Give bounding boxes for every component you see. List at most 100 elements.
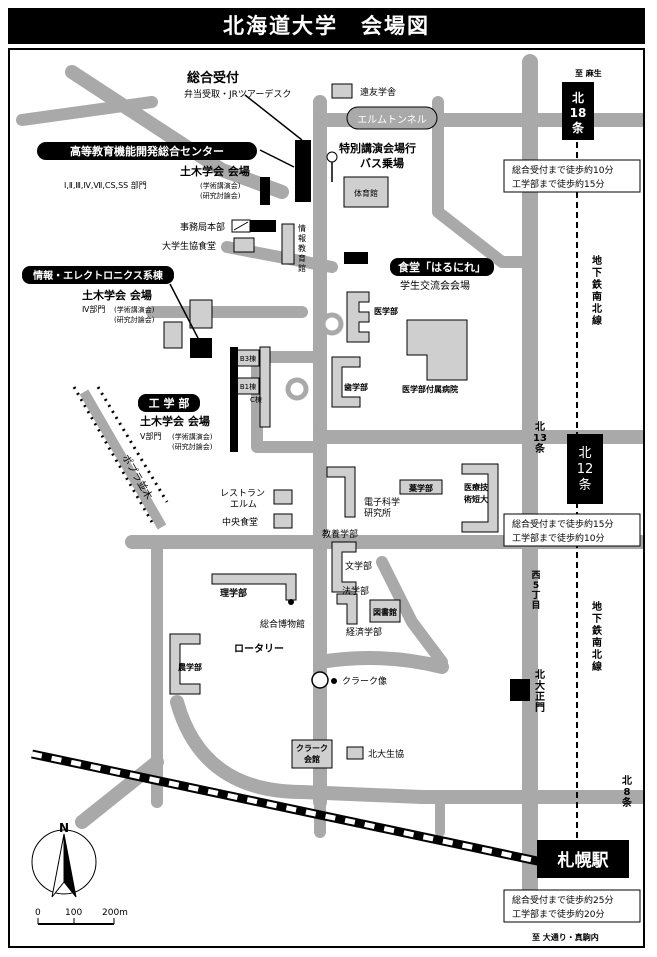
odori-label: 至 大通り・真駒内 <box>532 932 599 942</box>
map-canvas: エルムトンネル ポプラ並木 <box>16 54 643 942</box>
sogo-uketsuke-label: 総合受付 <box>187 70 239 86</box>
byoin-building <box>406 319 468 381</box>
b1-label: B1棟 <box>240 382 256 391</box>
bus-stop-icon <box>326 151 338 163</box>
denshi-building <box>326 466 356 518</box>
shokudo-building <box>344 252 368 264</box>
bungaku-label: 文学部 <box>345 560 372 572</box>
koryu-label: 学生交流会会場 <box>400 279 470 292</box>
igaku-label: 医学部 <box>374 306 398 316</box>
kogaku-rotary <box>285 377 309 401</box>
doboku-main-label: 土木学会 会場 <box>180 164 250 178</box>
doboku-main-kenkyu: (研究討論会) <box>200 191 241 200</box>
joho-kyoiku-building <box>281 223 295 265</box>
asabu-label: 至 麻生 <box>575 68 602 78</box>
clark-hall-1: クラーク <box>296 743 328 753</box>
joho-kyoiku-3: 教 <box>298 243 306 253</box>
restaurant-1: レストラン <box>220 488 265 499</box>
railway <box>31 749 543 867</box>
walk-box-sapporo: 総合受付まで徒歩約25分 工学部まで徒歩約20分 <box>503 889 641 923</box>
kita18-station <box>562 82 594 140</box>
yakugaku-building <box>399 479 443 495</box>
denshi-1: 電子科学 <box>364 496 400 508</box>
doboku-iv-kenkyu: (研究討論会) <box>114 315 155 324</box>
restaurant-2: エルム <box>230 499 257 510</box>
svg-text:0: 0 <box>35 908 41 918</box>
doboku-iv-building <box>190 338 212 358</box>
restaurant-building <box>273 489 293 505</box>
doboku-iv-gakujutsu: (学術講演会) <box>114 305 155 314</box>
c-label: C棟 <box>250 395 262 404</box>
iryo-1: 医療技 <box>464 482 489 492</box>
venue-buildings <box>190 140 530 701</box>
byoin-label: 医学部付属病院 <box>402 384 458 394</box>
clark-statue-label: クラーク像 <box>342 675 387 687</box>
doboku-iv-div: Ⅳ部門 <box>82 304 105 314</box>
elm-tunnel-label: エルムトンネル <box>357 114 427 126</box>
shigaku-building <box>331 356 361 408</box>
doboku-iv-label: 土木学会 会場 <box>82 288 152 302</box>
sapporo-label: 札幌駅 <box>557 850 610 871</box>
kogaku-main-building <box>230 347 238 452</box>
doboku-main-building <box>260 177 270 205</box>
road-top-west <box>16 96 158 126</box>
buildings <box>163 83 499 769</box>
kyoyo-building <box>331 541 357 593</box>
svg-text:200m: 200m <box>102 908 128 918</box>
c-building <box>259 346 271 428</box>
kodo-center-label: 高等教育機能開発総合センター <box>70 144 224 158</box>
svg-text:工学部まで徒歩約15分: 工学部まで徒歩約15分 <box>512 178 604 190</box>
yakugaku-label: 薬学部 <box>408 483 433 493</box>
road-southwest <box>75 755 164 829</box>
bus-label: バス乗場 <box>360 156 404 170</box>
iryo-building <box>461 463 499 533</box>
hakubutsukan-label: 総合博物館 <box>260 618 305 630</box>
kyoyo-label: 教養学部 <box>322 528 358 540</box>
road-north-east-ns <box>432 96 536 268</box>
doboku-main-div: Ⅰ,Ⅱ,Ⅲ,Ⅳ,Ⅶ,CS,SS 部門 <box>64 180 147 190</box>
shokudo-label: 食堂「はるにれ」 <box>398 260 486 274</box>
walk-box-kita18: 総合受付まで徒歩約10分 工学部まで徒歩約15分 <box>503 159 641 193</box>
map-title: 北海道大学 会場図 <box>8 8 645 44</box>
toshokan-label: 図書館 <box>373 607 397 617</box>
scale-bar: 0 100 200m <box>35 908 128 925</box>
rigaku-building <box>211 573 297 601</box>
sapporo-station <box>537 840 629 878</box>
taiikukan-building <box>343 176 389 208</box>
hokudai-seikyo-label: 北大生協 <box>368 748 404 760</box>
jimukyoku-building <box>250 220 276 232</box>
iryo-2: 術短大 <box>463 494 488 504</box>
rotary-label: ロータリー <box>234 643 284 655</box>
seikyo-shokudo-label: 大学生協食堂 <box>162 240 216 252</box>
leader-lines <box>169 94 333 339</box>
hokudai-seikyo-building <box>346 746 364 760</box>
clark-hall-building <box>291 739 333 769</box>
joho-elec-building <box>189 299 213 329</box>
nogaku-label: 農学部 <box>178 662 202 672</box>
svg-text:工学部まで徒歩約10分: 工学部まで徒歩約10分 <box>512 532 604 544</box>
svg-text:総合受付まで徒歩約25分: 総合受付まで徒歩約25分 <box>512 894 613 906</box>
jimukyoku-label: 事務局本部 <box>180 221 225 233</box>
kita12-station <box>567 434 603 504</box>
chuo-shokudo-label: 中央食堂 <box>222 516 258 528</box>
road-south-loop <box>170 695 429 804</box>
shigaku-label: 歯学部 <box>344 382 368 392</box>
campus-map: エルムトンネル ポプラ並木 <box>8 48 645 948</box>
kita-odori-gate <box>510 679 530 701</box>
poplar-avenue <box>72 386 169 530</box>
keizai-label: 経済学部 <box>346 626 382 638</box>
igaku-building <box>346 291 370 343</box>
joho-kyoiku-2: 報 <box>298 234 306 243</box>
rotary-circle <box>311 671 329 689</box>
taiikukan-label: 体育館 <box>354 188 378 198</box>
tokubetsu-label: 特別講演会場行 <box>339 141 416 155</box>
subway-label-1: 地下鉄南北線 <box>592 254 602 327</box>
joho-kyoiku-4: 育 <box>298 253 306 263</box>
svg-text:総合受付まで徒歩約10分: 総合受付まで徒歩約10分 <box>512 164 613 176</box>
clark-hall-2: 会館 <box>304 754 320 764</box>
denshi-2: 研究所 <box>364 507 391 519</box>
bento-label: 弁当受取・JRツアーデスク <box>184 88 291 100</box>
